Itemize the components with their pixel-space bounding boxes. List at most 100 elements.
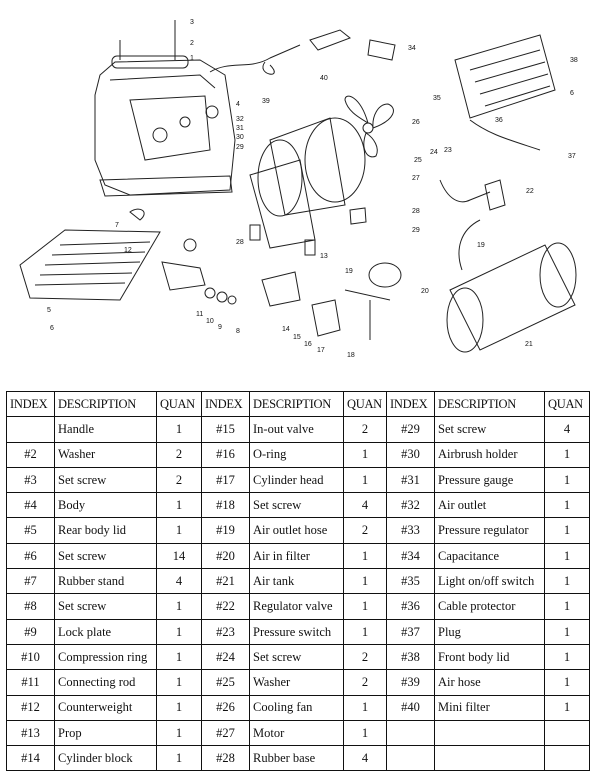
quantity-cell: 1 <box>156 745 202 772</box>
callout-label: 23 <box>444 147 452 154</box>
index-cell: #18 <box>201 492 250 519</box>
motor-part <box>249 117 366 249</box>
description-cell: Body <box>54 492 157 519</box>
description-cell: Set screw <box>249 492 344 519</box>
column-header: INDEX <box>386 390 435 418</box>
description-cell: Pressure switch <box>249 618 344 645</box>
description-cell: Set screw <box>54 542 157 570</box>
quantity-cell <box>544 719 590 747</box>
description-cell: Compression ring <box>54 643 157 671</box>
callout-label: 26 <box>412 119 420 126</box>
index-cell: #36 <box>386 593 435 620</box>
index-cell <box>386 745 435 772</box>
rear-lid-part <box>19 229 161 301</box>
quantity-cell: 1 <box>544 643 590 671</box>
callout-label: 19 <box>477 242 485 249</box>
column-header: QUAN <box>156 390 202 418</box>
description-cell: Cylinder head <box>249 466 344 494</box>
index-cell: #32 <box>386 492 435 519</box>
index-cell: #6 <box>6 542 55 570</box>
index-cell: #14 <box>6 745 55 772</box>
description-cell: Handle <box>54 416 157 443</box>
description-cell: Cable protector <box>434 593 545 620</box>
quantity-cell: 14 <box>156 542 202 570</box>
description-cell: Pressure regulator <box>434 517 545 544</box>
quantity-cell: 1 <box>156 416 202 443</box>
table-header-row: INDEX DESCRIPTION QUAN INDEX DESCRIPTION… <box>6 390 590 418</box>
callout-label: 20 <box>421 288 429 295</box>
index-cell: #22 <box>201 593 250 620</box>
callout-label: 29 <box>412 227 420 234</box>
callout-label: 3 <box>190 19 194 26</box>
description-cell: Air hose <box>434 669 545 696</box>
index-cell: #17 <box>201 466 250 494</box>
index-cell: #21 <box>201 568 250 595</box>
air-hose-part <box>209 44 301 73</box>
quantity-cell: 1 <box>343 719 387 747</box>
description-cell: Connecting rod <box>54 669 157 696</box>
description-cell: Prop <box>54 719 157 747</box>
description-cell: Cooling fan <box>249 694 344 721</box>
index-cell: #11 <box>6 669 55 696</box>
description-cell: Air tank <box>249 568 344 595</box>
callout-label: 21 <box>525 341 533 348</box>
description-cell: Counterweight <box>54 694 157 721</box>
column-header: INDEX <box>6 390 55 418</box>
body-part <box>94 55 236 197</box>
callout-label: 4 <box>236 101 240 108</box>
description-cell: Set screw <box>434 416 545 443</box>
callout-label: 13 <box>320 253 328 260</box>
description-cell: Washer <box>249 669 344 696</box>
callout-label: 37 <box>568 153 576 160</box>
index-cell <box>6 416 55 443</box>
description-cell: Set screw <box>249 643 344 671</box>
description-cell: Regulator valve <box>249 593 344 620</box>
quantity-cell: 1 <box>544 492 590 519</box>
callout-label: 24 <box>430 149 438 156</box>
index-cell: #29 <box>386 416 435 443</box>
column-header: DESCRIPTION <box>434 390 545 418</box>
callout-label: 36 <box>495 117 503 124</box>
callout-label: 1 <box>190 55 194 62</box>
connecting-rod-part <box>161 261 206 291</box>
index-cell: #4 <box>6 492 55 519</box>
quantity-cell: 1 <box>544 517 590 544</box>
quantity-cell: 2 <box>343 669 387 696</box>
description-cell: In-out valve <box>249 416 344 443</box>
quantity-cell: 1 <box>343 694 387 721</box>
callout-label: 29 <box>236 144 244 151</box>
index-cell <box>386 719 435 747</box>
quantity-cell: 1 <box>544 694 590 721</box>
outlet-hose-part <box>458 219 481 271</box>
air-filter-part <box>368 262 402 288</box>
index-cell: #31 <box>386 466 435 494</box>
index-cell: #26 <box>201 694 250 721</box>
quantity-cell: 1 <box>544 441 590 468</box>
quantity-cell: 1 <box>156 618 202 645</box>
callout-label: 2 <box>190 40 194 47</box>
column-header: INDEX <box>201 390 250 418</box>
callout-label: 17 <box>317 347 325 354</box>
air-tank-part <box>446 242 577 353</box>
description-cell <box>434 719 545 747</box>
quantity-cell: 1 <box>343 593 387 620</box>
index-cell: #9 <box>6 618 55 645</box>
index-cell: #8 <box>6 593 55 620</box>
description-cell: O-ring <box>249 441 344 468</box>
callout-label: 7 <box>115 222 119 229</box>
callout-label: 28 <box>236 239 244 246</box>
callout-label: 39 <box>262 98 270 105</box>
index-cell: #27 <box>201 719 250 747</box>
callout-label: 9 <box>218 324 222 331</box>
index-cell: #35 <box>386 568 435 595</box>
description-cell: Rubber stand <box>54 568 157 595</box>
description-cell: Set screw <box>54 593 157 620</box>
description-cell: Rubber base <box>249 745 344 772</box>
